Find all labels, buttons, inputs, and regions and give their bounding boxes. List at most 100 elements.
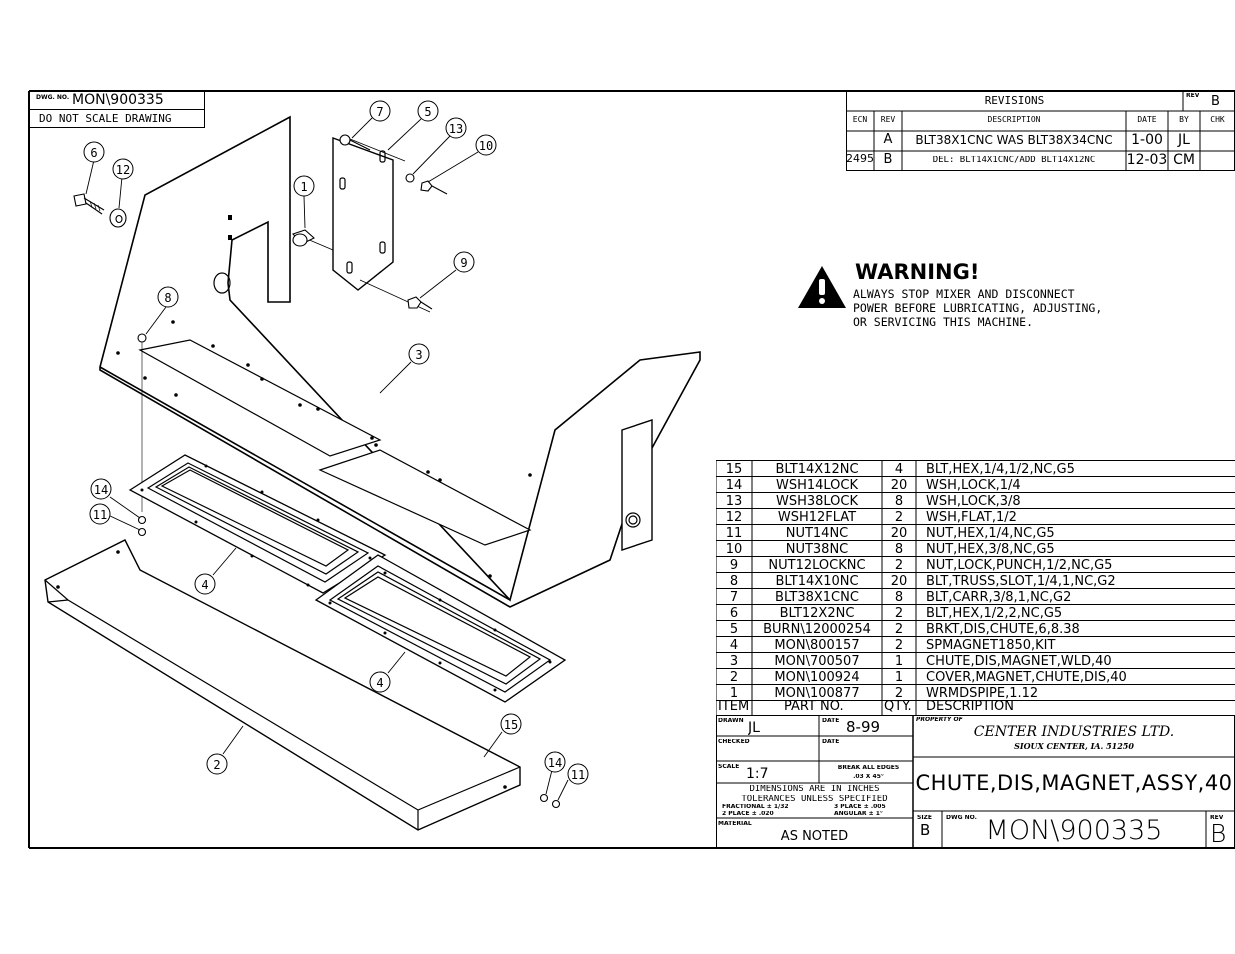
dwg-no-value: MON\900335 (72, 92, 164, 108)
revisions-rev-value: B (1211, 95, 1220, 108)
rev-row-b-by: CM (1173, 153, 1195, 167)
item-balloon-number: 1 (300, 180, 307, 194)
rev-row-a-by: JL (1178, 133, 1190, 147)
item-balloon-number: 13 (449, 122, 463, 136)
warning-line-1: ALWAYS STOP MIXER AND DISCONNECT (853, 287, 1075, 301)
revisions-title: REVISIONS (984, 95, 1045, 106)
item-balloon: 9 (453, 251, 475, 273)
tol-angular: ANGULAR ± 1° (834, 811, 883, 817)
break-edges-line-2: .03 X 45° (853, 774, 884, 780)
tol-3place: 3 PLACE ± .005 (834, 804, 886, 810)
dwg-label: DWG NO. (946, 815, 977, 821)
date-label: DATE (822, 718, 840, 724)
rev-row-a-description: BLT38X1CNC WAS BLT38X34CNC (915, 134, 1113, 146)
item-balloon: 13 (445, 117, 467, 139)
fasteners (73, 134, 561, 809)
material-value: AS NOTED (780, 830, 849, 843)
item-balloon-number: 8 (164, 291, 171, 305)
item-balloon: 7 (369, 100, 391, 122)
warning-line-3: OR SERVICING THIS MACHINE. (853, 315, 1034, 329)
drawing-title: CHUTE,DIS,MAGNET,ASSY,40 (915, 773, 1233, 794)
title-block: DRAWN JL DATE 8-99 CHECKED DATE SCALE 1:… (716, 715, 1235, 848)
dwg-value: MON\900335 (985, 817, 1163, 844)
warning-block: WARNING! ALWAYS STOP MIXER AND DISCONNEC… (796, 260, 1136, 335)
chute-weldment (99, 115, 701, 608)
rev-row-a-date: 1-00 (1131, 133, 1163, 147)
item-balloon: 11 (567, 763, 589, 785)
item-balloon-number: 3 (415, 348, 422, 362)
item-balloon: 1 (293, 175, 315, 197)
item-balloon-number: 4 (201, 578, 208, 592)
item-balloon: 14 (90, 478, 112, 500)
break-edges-line-1: BREAK ALL EDGES (837, 765, 900, 771)
rev-row-a-rev: A (883, 133, 893, 146)
item-balloon: 10 (475, 134, 497, 156)
warning-triangle-icon (798, 266, 846, 308)
tolerance-line-1: DIMENSIONS ARE IN INCHES (749, 785, 880, 794)
item-balloon-number: 5 (424, 105, 431, 119)
tol-2place: 2 PLACE ± .020 (722, 811, 774, 817)
tolerance-line-2: TOLERANCES UNLESS SPECIFIED (741, 795, 888, 804)
item-balloon: 15 (500, 713, 522, 735)
rev-header-rev: REV (880, 116, 896, 124)
rev-header-ecn: ECN (852, 116, 868, 124)
rev-row-b-rev: B (883, 153, 893, 166)
title-rev-label: REV (1210, 815, 1224, 821)
rev-row-b-description: DEL: BLT14X1CNC/ADD BLT14X12NC (932, 156, 1096, 165)
item-balloon: 11 (89, 503, 111, 525)
company-name: CENTER INDUSTRIES LTD. (973, 725, 1175, 739)
item-balloons: 7 5 13 10 6 12 1 9 8 3 14 11 4 4 15 2 14 11 (83, 100, 589, 785)
rev-header-date: DATE (1137, 116, 1157, 124)
checked-label: CHECKED (718, 739, 750, 745)
magnet-kit-upper (128, 454, 387, 594)
item-balloon-number: 12 (116, 163, 130, 177)
item-balloon-number: 11 (93, 508, 107, 522)
item-balloon: 4 (369, 671, 391, 693)
item-balloon-number: 2 (213, 758, 220, 772)
do-not-scale-note: DO NOT SCALE DRAWING (39, 112, 172, 125)
material-label: MATERIAL (718, 821, 752, 827)
item-balloon-number: 15 (504, 718, 518, 732)
title-rev-value: B (1210, 821, 1227, 846)
drawn-value: JL (748, 721, 760, 735)
item-balloon: 12 (112, 158, 134, 180)
item-balloon: 3 (408, 343, 430, 365)
warning-line-2: POWER BEFORE LUBRICATING, ADJUSTING, (853, 301, 1103, 315)
rev-header-description: DESCRIPTION (987, 116, 1041, 124)
item-balloon: 2 (206, 753, 228, 775)
property-label: PROPERTY OF (916, 717, 963, 723)
item-balloon-number: 14 (94, 483, 108, 497)
leader-lines (85, 117, 569, 801)
item-balloon: 4 (194, 573, 216, 595)
item-balloon: 6 (83, 141, 105, 163)
rev-header-chk: CHK (1210, 116, 1225, 124)
revisions-rev-label: REV (1186, 93, 1200, 99)
magnet-cover (44, 539, 521, 831)
warning-title: WARNING! (855, 260, 980, 284)
rev-row-b-date: 12-03 (1126, 153, 1168, 167)
item-balloon-number: 14 (548, 756, 562, 770)
revisions-table: REVISIONS REV B ECN REV DESCRIPTION DATE… (846, 91, 1235, 171)
chute-holes (116, 320, 532, 578)
item-balloon-number: 10 (479, 139, 493, 153)
tol-fractional: FRACTIONAL ± 1/32 (722, 804, 789, 810)
checked-date-label: DATE (822, 739, 840, 745)
item-balloon: 5 (417, 100, 439, 122)
item-balloon: 8 (157, 286, 179, 308)
drawing-number-box: DWG. NO. MON\900335 DO NOT SCALE DRAWING (29, 91, 205, 128)
rev-header-by: BY (1179, 116, 1189, 124)
item-balloon-number: 4 (376, 676, 383, 690)
exploded-view (44, 115, 701, 831)
size-label: SIZE (917, 815, 933, 821)
drawn-label: DRAWN (718, 718, 744, 724)
rev-row-b-ecn: 2495 (846, 153, 874, 164)
scale-label: SCALE (718, 764, 740, 770)
dwg-no-label: DWG. NO. (36, 94, 70, 101)
item-balloon-number: 6 (90, 146, 97, 160)
item-balloon: 14 (544, 751, 566, 773)
scale-value: 1:7 (746, 767, 769, 781)
item-balloon-number: 7 (376, 105, 383, 119)
item-balloon-number: 9 (460, 256, 467, 270)
magnet-kit-lower (314, 554, 567, 703)
item-balloon-number: 11 (571, 768, 585, 782)
